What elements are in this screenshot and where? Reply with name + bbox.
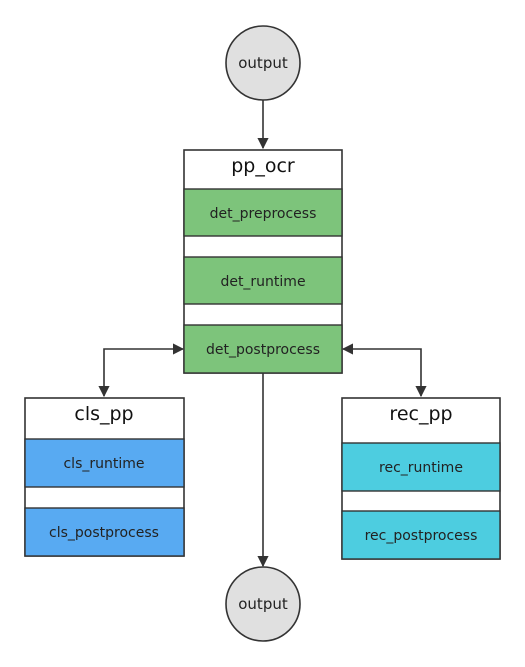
- pp-ocr-title: pp_ocr: [231, 155, 295, 177]
- cls-postprocess-stage: [24, 507, 185, 557]
- rec-pp-block: rec_pp rec_runtime rec_postprocess: [341, 397, 501, 560]
- cls-runtime-label: cls_runtime: [63, 456, 144, 472]
- cls-pp-block: cls_pp cls_runtime cls_postprocess: [24, 397, 185, 557]
- rec-postprocess-label: rec_postprocess: [365, 528, 478, 544]
- rec-runtime-stage: [341, 442, 501, 492]
- rec-pp-title: rec_pp: [389, 403, 452, 425]
- det-preprocess-stage: [183, 188, 343, 237]
- det-runtime-stage: [183, 256, 343, 305]
- cls-postprocess-label: cls_postprocess: [49, 525, 159, 541]
- edge-det-postprocess-cls-pp: [98, 343, 185, 398]
- bottom-output-label: output: [238, 595, 288, 613]
- rec-postprocess-stage: [341, 510, 501, 560]
- top-output-label: output: [238, 54, 288, 72]
- cls-pp-title: cls_pp: [74, 403, 133, 425]
- cls-runtime-stage: [24, 438, 185, 488]
- det-runtime-label: det_runtime: [220, 274, 305, 290]
- det-preprocess-label: det_preprocess: [210, 206, 317, 222]
- det-postprocess-stage: [183, 324, 343, 374]
- pp-ocr-block: pp_ocr det_preprocess det_runtime det_po…: [183, 149, 343, 374]
- top-output-node: output: [225, 25, 301, 101]
- det-postprocess-label: det_postprocess: [206, 342, 320, 358]
- bottom-output-node: output: [225, 566, 301, 642]
- rec-runtime-label: rec_runtime: [379, 460, 463, 476]
- edge-det-postprocess-rec-pp: [341, 343, 427, 398]
